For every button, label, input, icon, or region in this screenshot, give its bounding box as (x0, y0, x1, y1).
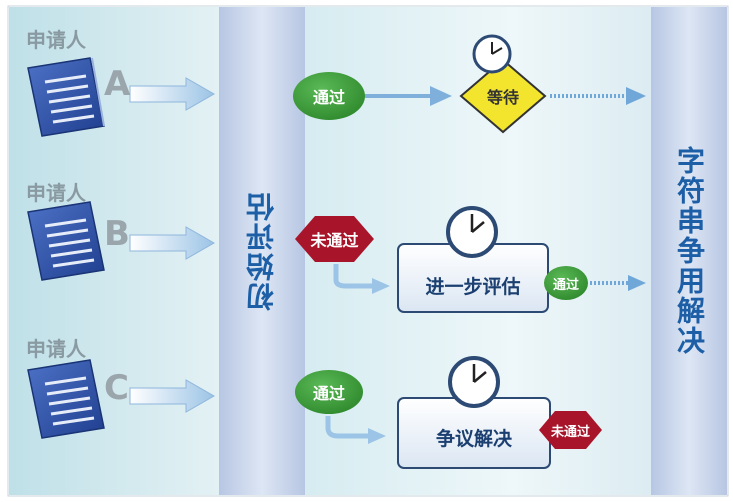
clock-icon (446, 206, 498, 258)
hexagon-icon (295, 216, 374, 262)
applicant-label-c: 申请人 (26, 337, 86, 361)
connector-b (333, 264, 376, 289)
pass-label-b: 通过 (552, 277, 579, 293)
pass-label-a: 通过 (312, 88, 345, 107)
fail-label-c: 未通过 (550, 424, 590, 440)
document-icon (27, 57, 105, 137)
hexagon-icon (539, 411, 602, 449)
final-stage-title: 字符串争用解决 (673, 146, 706, 356)
arrow-icon (129, 77, 216, 111)
pass-oval-c (295, 370, 363, 414)
dispute-label: 争议解决 (435, 427, 512, 450)
clock-icon (472, 34, 512, 74)
diamond-icon (459, 58, 547, 134)
clock-icon (448, 356, 500, 408)
document-icon (27, 359, 105, 439)
applicant-label-b: 申请人 (26, 181, 86, 205)
applicant-letter-b: B (104, 214, 130, 254)
initial-review-band (219, 7, 305, 495)
pass-oval-a (293, 72, 365, 120)
arrow-icon (129, 226, 216, 260)
connector-c (325, 416, 372, 439)
wait-label: 等待 (486, 88, 519, 107)
further-review-label: 进一步评估 (425, 275, 521, 298)
arrow-icon (129, 379, 216, 413)
final-band (651, 7, 727, 495)
fail-label-b: 未通过 (310, 231, 359, 250)
applicant-label-a: 申请人 (26, 28, 86, 52)
document-icon (27, 201, 105, 281)
applicant-letter-a: A (104, 64, 131, 104)
pass-label-c: 通过 (312, 384, 345, 403)
applicant-letter-c: C (104, 368, 129, 408)
pass-oval-b (544, 266, 588, 300)
